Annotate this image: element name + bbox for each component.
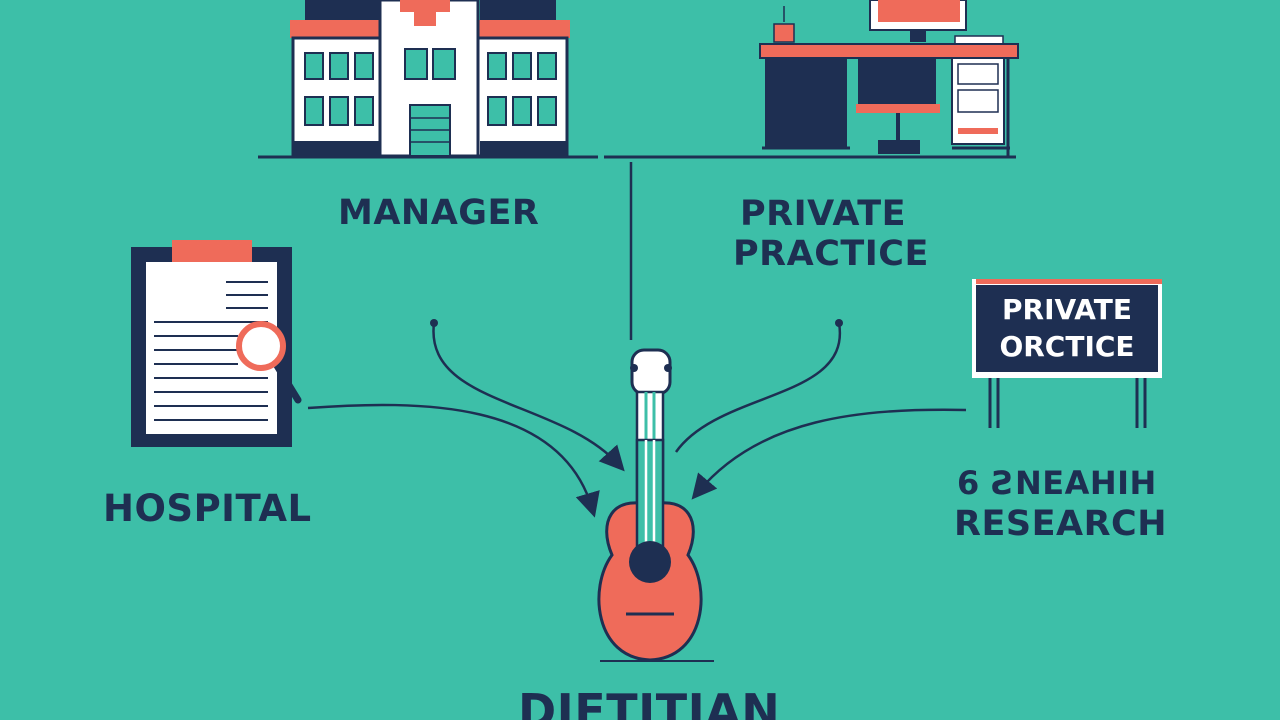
sign-text-line1: PRIVATE bbox=[1002, 293, 1132, 326]
office-desk-icon bbox=[759, 0, 1019, 156]
signboard-icon bbox=[972, 279, 1162, 428]
hospital-building-icon bbox=[290, 0, 570, 158]
magnifier-icon bbox=[236, 321, 302, 404]
label-hospital: HOSPITAL bbox=[103, 487, 312, 530]
sign-text-line2: ORCTICE bbox=[999, 330, 1135, 363]
label-private-practice-line1: PRIVATE bbox=[740, 194, 906, 234]
label-dietitian: DIETITIAN bbox=[518, 684, 781, 720]
arrow-hospital bbox=[307, 403, 600, 518]
connector-arrows bbox=[307, 319, 967, 518]
label-manager: MANAGER bbox=[338, 193, 540, 233]
label-research-line1: 6 ƧNEAHIH bbox=[957, 464, 1157, 502]
arrow-research bbox=[691, 408, 967, 500]
guitar-icon bbox=[597, 348, 714, 662]
arrow-private-practice bbox=[674, 322, 842, 453]
label-research-line2: RESEARCH bbox=[954, 504, 1167, 544]
label-private-practice-line2: PRACTICE bbox=[733, 234, 929, 274]
arrow-manager bbox=[432, 322, 625, 472]
